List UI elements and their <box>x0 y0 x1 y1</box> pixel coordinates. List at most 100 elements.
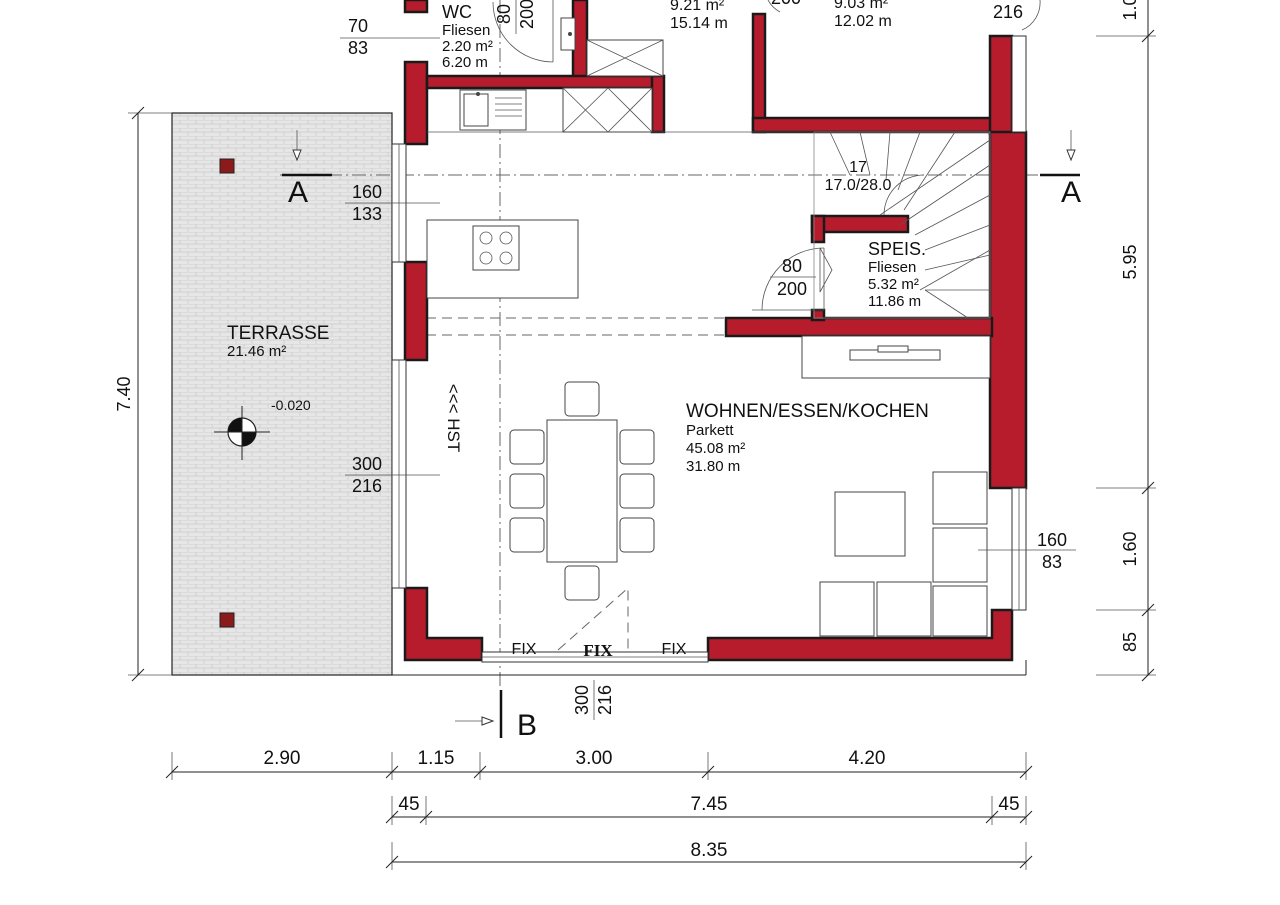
room-area: 45.08 m² <box>686 440 745 457</box>
opening-top-partial: 216 <box>993 2 1023 22</box>
svg-text:4.20: 4.20 <box>849 748 886 769</box>
svg-text:80: 80 <box>782 256 802 276</box>
room-area: 21.46 m² <box>227 343 286 360</box>
opening-top-partial: 200 <box>771 0 801 8</box>
opening-wc-window: 70 83 <box>340 16 440 58</box>
svg-text:1.15: 1.15 <box>418 748 455 769</box>
door-swings <box>492 0 1041 311</box>
coffee-table <box>834 491 906 557</box>
room-label-top-left: 9.21 m² 15.14 m <box>670 0 728 32</box>
room-label-speis: SPEIS. Fliesen 5.32 m² 11.86 m <box>868 239 926 310</box>
room-label-wohnen: WOHNEN/ESSEN/KOCHEN Parkett 45.08 m² 31.… <box>686 401 929 475</box>
svg-text:1.0: 1.0 <box>1120 0 1140 21</box>
room-perimeter: 12.02 m <box>834 13 892 30</box>
dimension-bottom-row2: 45 7.45 45 <box>385 794 1033 825</box>
svg-text:2.90: 2.90 <box>264 748 301 769</box>
opening-west-upper: 160 133 <box>345 182 440 224</box>
chair-icon <box>619 429 655 465</box>
dimension-bottom-row1: 2.90 1.15 3.00 4.20 <box>165 748 1033 780</box>
dining-set <box>509 381 655 601</box>
room-label-wc: WC Fliesen 2.20 m² 6.20 m <box>442 2 493 71</box>
kitchen <box>426 39 990 299</box>
opening-speis-door: 80 200 <box>770 256 816 299</box>
fix-label: FIX <box>662 641 687 658</box>
section-a-label: A <box>288 176 308 209</box>
room-floor: Fliesen <box>868 259 916 276</box>
chair-icon <box>509 517 545 553</box>
room-label-top-right: 9.03 m² 12.02 m <box>834 0 892 30</box>
svg-text:83: 83 <box>1042 552 1062 572</box>
stair-ratio: 17.0/28.0 <box>825 177 892 194</box>
room-area: 5.32 m² <box>868 276 919 293</box>
svg-text:300: 300 <box>572 685 592 715</box>
dimension-bottom-row3: 8.35 <box>385 840 1033 870</box>
svg-text:300: 300 <box>352 454 382 474</box>
room-perimeter: 15.14 m <box>670 15 728 32</box>
hst-label: <<< HST <box>444 384 463 453</box>
svg-text:1.60: 1.60 <box>1120 531 1140 566</box>
room-name: WOHNEN/ESSEN/KOCHEN <box>686 401 929 422</box>
room-name: WC <box>442 2 472 22</box>
svg-text:45: 45 <box>398 794 419 815</box>
section-marker-a-right: A <box>1040 130 1081 209</box>
sofa <box>819 471 988 637</box>
dim-left-total: 7.40 <box>114 376 134 411</box>
fix-label: FIX <box>512 641 537 658</box>
room-area: 2.20 m² <box>442 38 493 55</box>
svg-text:216: 216 <box>595 685 615 715</box>
room-name: TERRASSE <box>227 323 329 344</box>
chair-icon <box>564 381 600 417</box>
room-area: 9.21 m² <box>670 0 725 14</box>
svg-text:5.95: 5.95 <box>1120 244 1140 279</box>
chair-icon <box>619 473 655 509</box>
opening-east: 160 83 <box>978 530 1076 572</box>
stair-steps: 17 <box>849 159 867 176</box>
svg-text:160: 160 <box>352 182 382 202</box>
opening-west-lower: 300 216 <box>345 454 440 496</box>
room-name: SPEIS. <box>868 239 926 259</box>
chair-icon <box>509 429 545 465</box>
windows <box>391 35 1027 676</box>
svg-text:216: 216 <box>352 476 382 496</box>
room-perimeter: 6.20 m <box>442 54 488 71</box>
level-label: -0.020 <box>271 397 311 413</box>
dimension-left: 7.40 <box>114 106 172 682</box>
chair-icon <box>509 473 545 509</box>
room-label-terrasse: TERRASSE 21.46 m² -0.020 <box>227 323 329 413</box>
svg-text:200: 200 <box>777 279 807 299</box>
opening-wc-door: 80 200 <box>494 0 537 34</box>
room-floor: Parkett <box>686 422 734 439</box>
section-marker-a-left: A <box>282 130 332 209</box>
level-marker-icon <box>214 406 270 460</box>
svg-text:200: 200 <box>517 0 537 29</box>
svg-text:85: 85 <box>1120 632 1140 652</box>
room-perimeter: 11.86 m <box>868 293 921 310</box>
svg-text:7.45: 7.45 <box>691 794 728 815</box>
section-b-label: B <box>517 709 537 742</box>
opening-south: 300 216 <box>572 680 615 720</box>
room-area: 9.03 m² <box>834 0 889 12</box>
section-marker-b: B <box>455 690 537 742</box>
section-a-label: A <box>1061 176 1081 209</box>
dining-table <box>546 419 618 563</box>
svg-text:160: 160 <box>1037 530 1067 550</box>
room-floor: Fliesen <box>442 22 490 39</box>
svg-text:80: 80 <box>494 4 514 24</box>
svg-text:133: 133 <box>352 204 382 224</box>
svg-text:3.00: 3.00 <box>576 748 613 769</box>
dimension-right: 1.0 5.95 1.60 85 <box>1096 0 1156 682</box>
stove-icon <box>472 225 520 271</box>
svg-text:8.35: 8.35 <box>691 840 728 861</box>
svg-text:83: 83 <box>348 38 368 58</box>
room-perimeter: 31.80 m <box>686 458 740 475</box>
terrace-post <box>219 158 235 174</box>
svg-text:45: 45 <box>998 794 1019 815</box>
terrace-post <box>219 612 235 628</box>
cabinet <box>562 87 653 133</box>
svg-text:70: 70 <box>348 16 368 36</box>
chair-icon <box>619 517 655 553</box>
stair <box>813 131 991 319</box>
terrace <box>171 112 393 676</box>
sideboard <box>801 335 991 379</box>
